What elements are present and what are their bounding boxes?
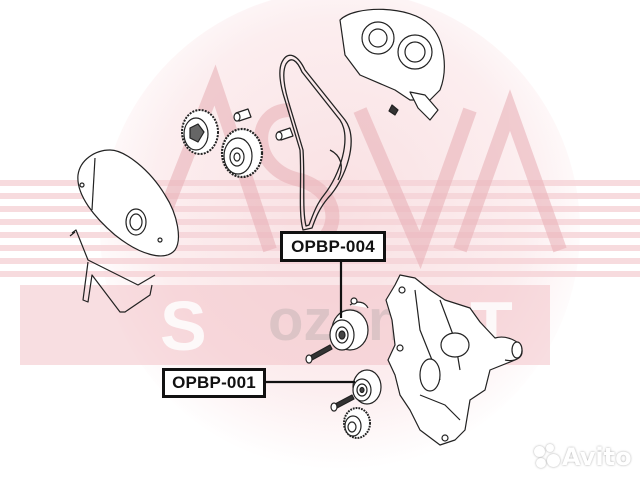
tensioner-bolt xyxy=(305,344,333,364)
timing-belt xyxy=(279,54,352,231)
camshaft-sprocket-exhaust xyxy=(220,127,264,179)
idler-pulley xyxy=(352,369,382,405)
avito-wordmark: Avito xyxy=(562,443,632,471)
camshaft-sprocket-intake xyxy=(181,109,219,155)
part-number-text: OPBP-004 xyxy=(291,236,375,256)
avito-logo-icon xyxy=(534,444,560,470)
crankshaft-sprocket xyxy=(343,407,371,439)
svg-text:S: S xyxy=(160,287,207,365)
belt-guide-bracket xyxy=(69,229,156,313)
part-label-opbp-001: OPBP-001 xyxy=(162,368,266,398)
front-timing-cover xyxy=(77,149,179,257)
belt-tensioner xyxy=(329,297,369,351)
engine-front-housing xyxy=(385,274,523,446)
upper-timing-cover xyxy=(339,8,445,121)
part-label-opbp-004: OPBP-004 xyxy=(280,231,386,262)
idler-bolt xyxy=(330,394,355,412)
part-number-text: OPBP-001 xyxy=(172,373,256,392)
dowel-pins xyxy=(233,108,294,141)
avito-watermark: Avito xyxy=(534,440,634,474)
